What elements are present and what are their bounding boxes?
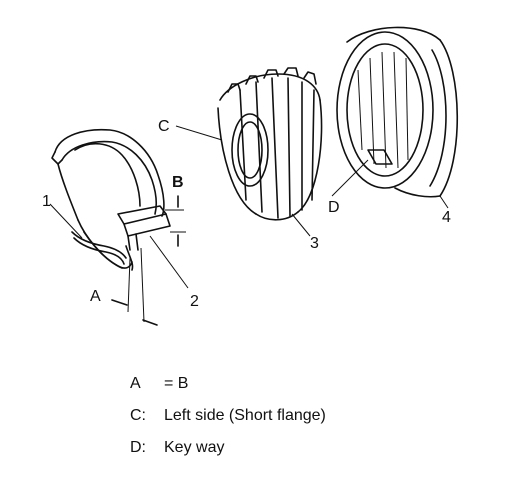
callout-part-3: 3 <box>310 235 319 252</box>
legend-key: A <box>130 375 141 392</box>
legend-row-a: A = B <box>130 368 490 400</box>
legend-text: Left side (Short flange) <box>164 407 326 424</box>
exploded-diagram: 1 2 3 4 A B C D <box>42 26 459 326</box>
callout-dimension-b: B <box>172 174 184 191</box>
callout-view-d: D <box>328 199 340 216</box>
callout-part-1: 1 <box>42 193 51 210</box>
legend-key: D: <box>130 439 146 456</box>
legend-row-c: C: Left side (Short flange) <box>130 400 490 432</box>
legend-row-d: D: Key way <box>130 432 490 464</box>
legend-key: C: <box>130 407 146 424</box>
callout-dimension-a: A <box>90 288 101 305</box>
hub-sleeve <box>331 26 459 209</box>
legend-text: Key way <box>164 439 225 456</box>
synchronizer-ring-assembly <box>49 128 189 326</box>
synchronizer-hub <box>175 67 323 237</box>
callout-view-c: C <box>158 118 170 135</box>
legend: A = B C: Left side (Short flange) D: Key… <box>130 368 490 464</box>
legend-text: = B <box>164 375 189 392</box>
callout-part-4: 4 <box>442 209 451 226</box>
callout-part-2: 2 <box>190 293 199 310</box>
